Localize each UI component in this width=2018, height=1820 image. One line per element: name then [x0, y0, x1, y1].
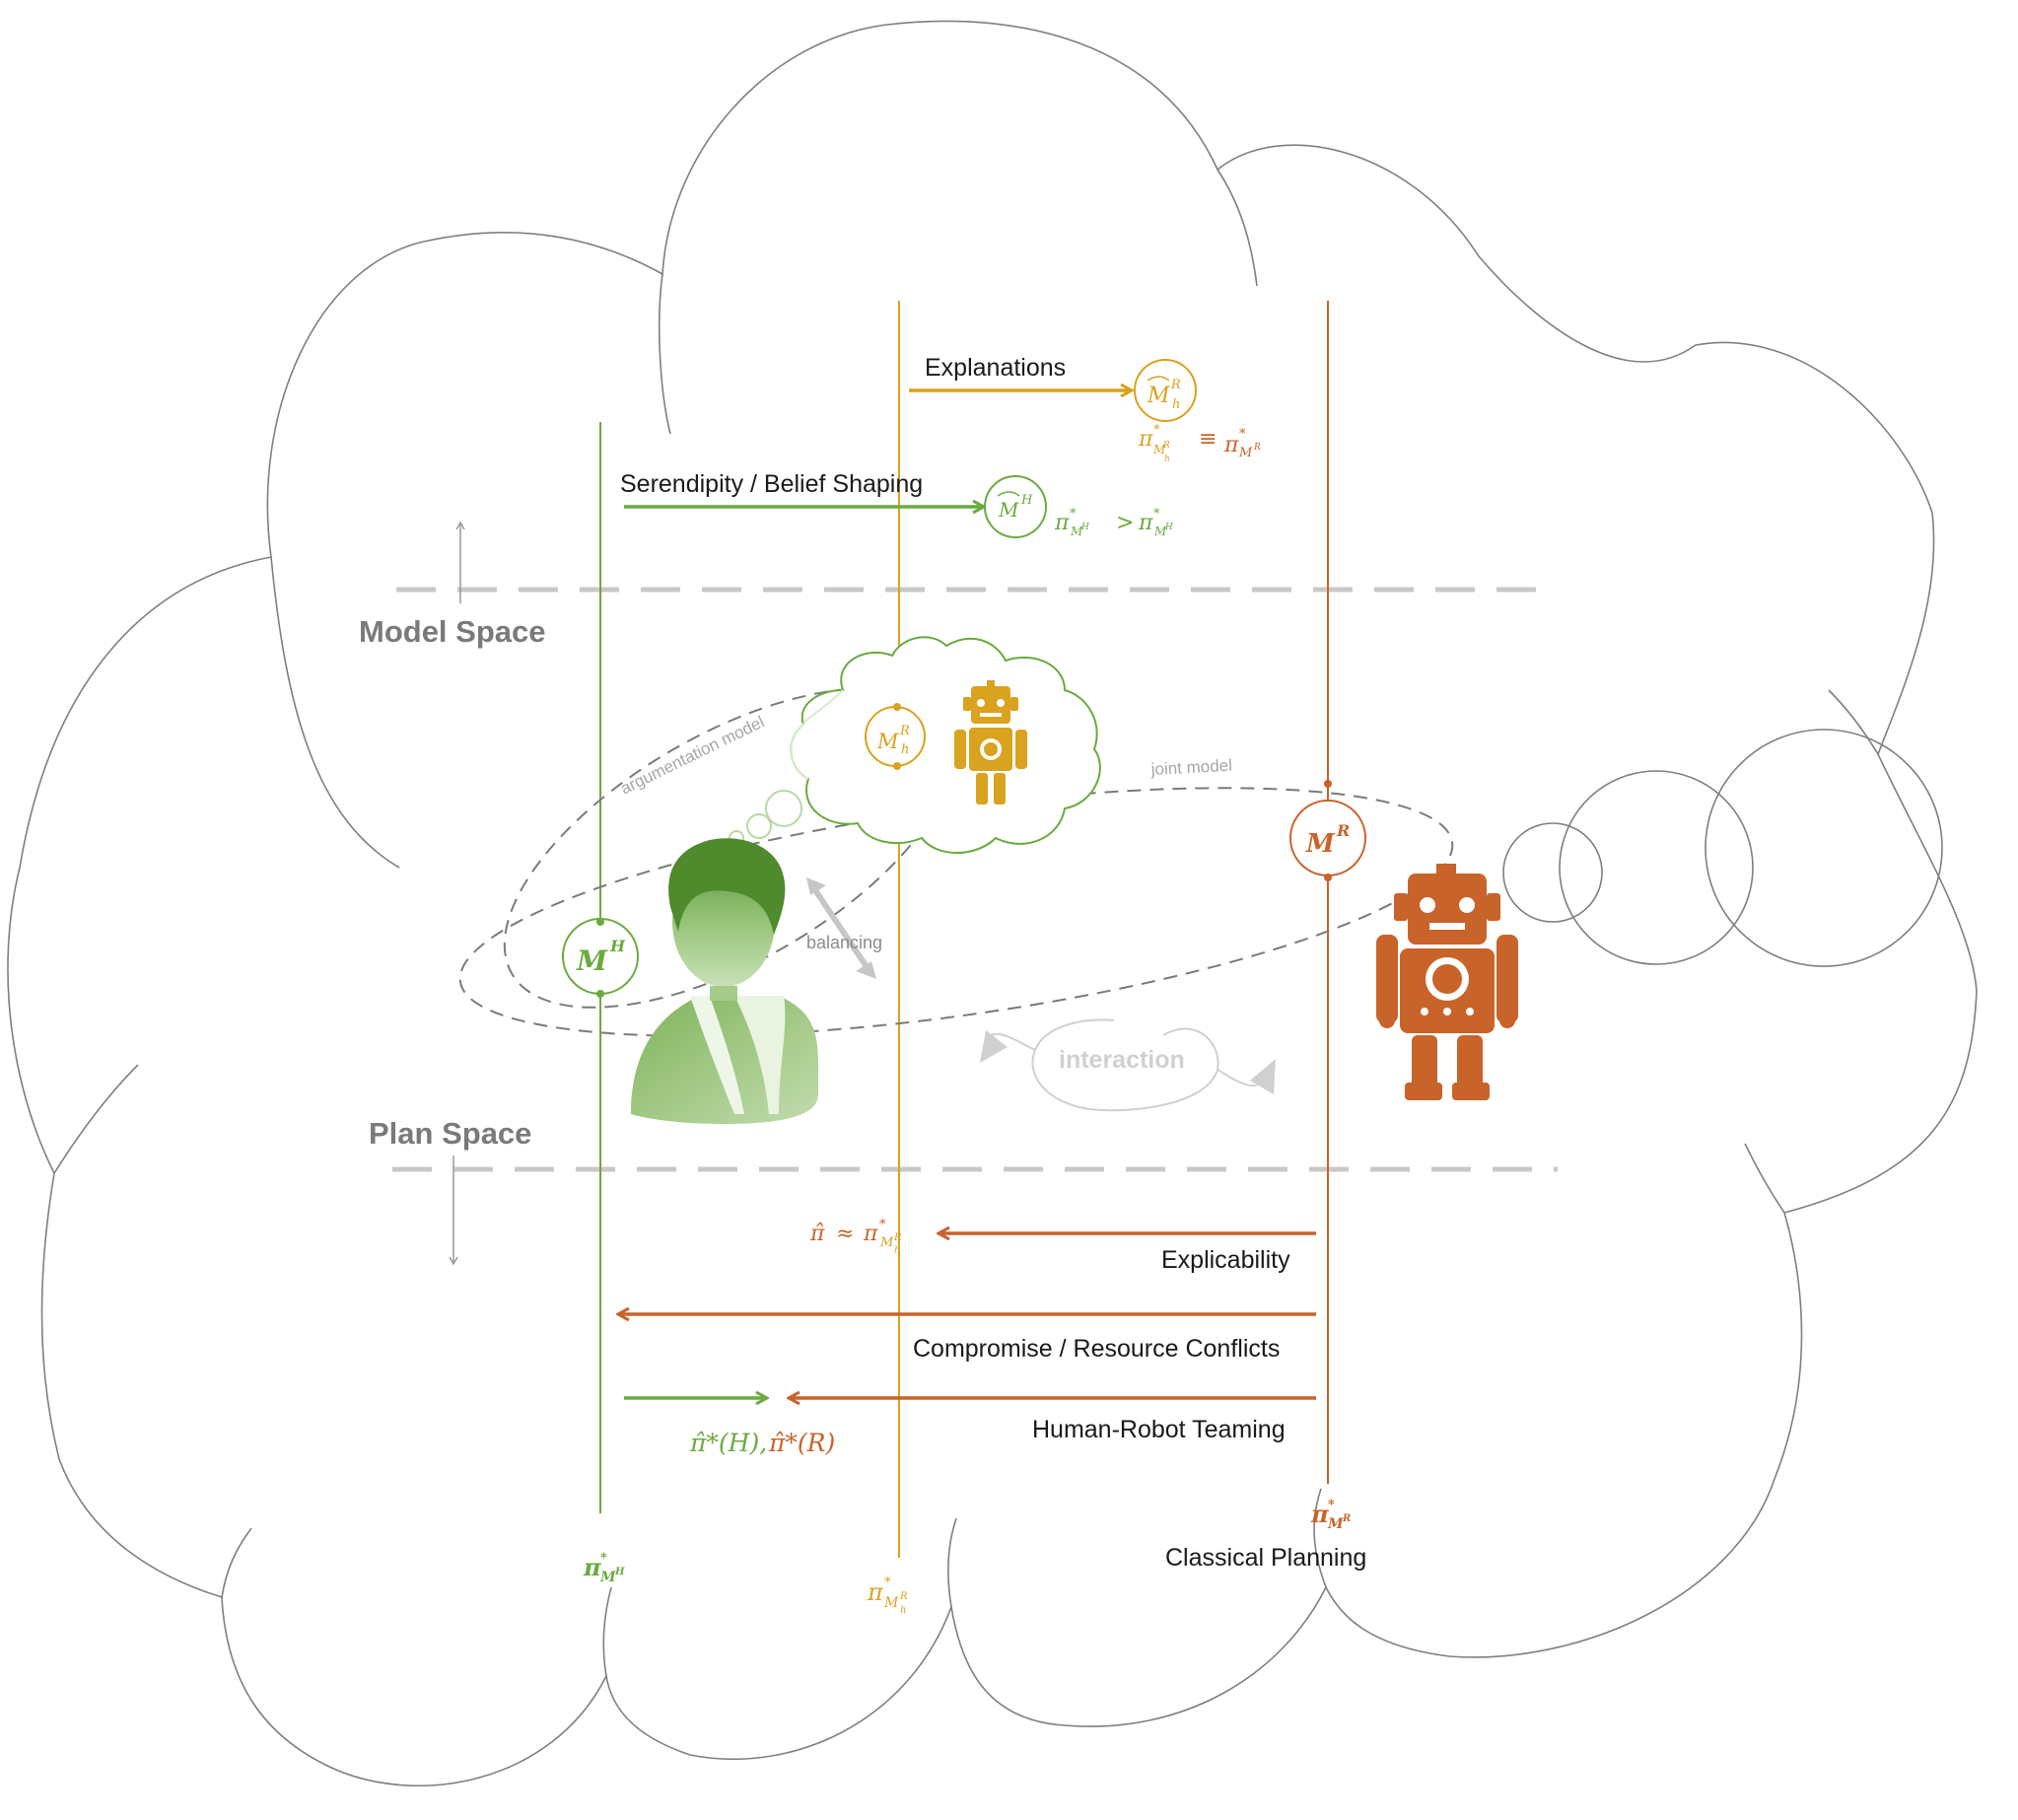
serendipity-formula: π * M H > π * M H: [1054, 507, 1173, 538]
svg-text:*: *: [1153, 507, 1160, 522]
svg-text:*: *: [884, 1575, 891, 1590]
svg-text:π: π: [863, 1222, 878, 1246]
svg-text:π: π: [1138, 427, 1153, 452]
human-optimal-plan: π * M H: [583, 1551, 625, 1585]
joint-ellipse: [458, 787, 1454, 1037]
svg-text:R: R: [899, 724, 910, 738]
human-model-node-dot-top: [596, 918, 604, 926]
svg-text:H: H: [614, 1567, 625, 1577]
svg-text:M: M: [1153, 525, 1167, 538]
classical-planning-label: Classical Planning: [1165, 1544, 1366, 1572]
svg-text:M: M: [1152, 443, 1166, 456]
thought-circles-right: [1502, 729, 1943, 967]
robot-in-human-node-dot-bot: [893, 762, 901, 770]
svg-text:M: M: [1070, 525, 1083, 538]
svg-text:R: R: [1170, 378, 1181, 392]
svg-text:*: *: [879, 1218, 886, 1232]
svg-text:M: M: [1147, 384, 1170, 408]
svg-text:h: h: [1164, 455, 1170, 464]
svg-text:M: M: [576, 945, 608, 977]
svg-text:*: *: [1239, 427, 1246, 442]
svg-text:R: R: [1336, 821, 1350, 840]
estimated-robot-model-node: M R h: [1134, 359, 1197, 422]
svg-text:M: M: [1238, 446, 1253, 460]
interaction-arrowhead-left: [980, 1030, 1008, 1063]
thought-cloud-icon: [729, 636, 1101, 854]
robot-in-human-optimal-plan: π * M R h: [867, 1575, 908, 1616]
svg-text:R: R: [1162, 441, 1170, 451]
svg-text:π̂*(H),: π̂*(H),: [689, 1429, 767, 1457]
estimated-human-model-node: M H: [984, 475, 1047, 538]
human-model-node-dot-bot: [596, 990, 604, 998]
balancing-label: balancing: [806, 933, 882, 952]
outer-cloud: [7, 20, 1978, 1786]
svg-text:H: H: [1080, 523, 1089, 532]
interaction-arrowhead-right: [1250, 1059, 1276, 1094]
teaming-formula: π̂*(H), π̂*(R): [689, 1429, 835, 1457]
argumentation-label: argumentation model: [617, 713, 767, 799]
svg-text:*: *: [1153, 423, 1160, 438]
svg-text:R: R: [893, 1232, 902, 1243]
svg-text:R: R: [1342, 1513, 1351, 1524]
svg-text:M: M: [879, 1235, 894, 1250]
robot-model-node: M R: [1289, 800, 1366, 876]
joint-label: joint model: [1149, 756, 1232, 779]
svg-text:h: h: [901, 742, 909, 757]
robot-model-node-dot-bot: [1324, 874, 1332, 881]
svg-text:M: M: [1305, 829, 1336, 859]
svg-text:M: M: [599, 1570, 616, 1585]
robot-in-human-node-dot-top: [893, 703, 901, 711]
svg-text:π̂: π̂: [809, 1222, 825, 1246]
teaming-label: Human-Robot Teaming: [1032, 1416, 1286, 1443]
svg-text:*: *: [1328, 1498, 1335, 1512]
svg-text:π̂*(R): π̂*(R): [768, 1429, 835, 1457]
robot-optimal-plan: π * M R: [1310, 1498, 1351, 1532]
plan-space-label: Plan Space: [369, 1116, 531, 1151]
svg-text:H: H: [1164, 523, 1173, 532]
svg-text:H: H: [609, 937, 626, 955]
svg-text:R: R: [1253, 443, 1261, 453]
svg-text:H: H: [1020, 493, 1033, 508]
model-space-label: Model Space: [359, 614, 546, 649]
svg-text:≡: ≡: [1199, 427, 1217, 452]
explicability-label: Explicability: [1161, 1246, 1290, 1274]
svg-text:π: π: [1054, 511, 1070, 535]
svg-text:π: π: [867, 1578, 884, 1606]
human-model-node: M H: [562, 918, 639, 995]
svg-text:π: π: [583, 1553, 601, 1581]
thought-cloud-fade: [790, 689, 844, 780]
svg-text:h: h: [900, 1605, 906, 1616]
svg-text:h: h: [1172, 397, 1180, 412]
svg-text:≈: ≈: [836, 1222, 854, 1246]
svg-text:R: R: [899, 1591, 908, 1602]
svg-text:>: >: [1116, 511, 1134, 535]
svg-text:*: *: [600, 1551, 607, 1566]
balancing-arrow: [806, 877, 876, 979]
svg-text:*: *: [1070, 507, 1077, 522]
svg-text:M: M: [1327, 1516, 1344, 1532]
robot-icon: [1376, 864, 1518, 1100]
compromise-label: Compromise / Resource Conflicts: [913, 1335, 1280, 1363]
svg-text:π: π: [1223, 433, 1239, 457]
svg-text:π: π: [1310, 1500, 1329, 1528]
robot-in-human-node: M R h: [865, 706, 926, 767]
human-avatar-icon: [631, 838, 819, 1124]
svg-text:π: π: [1138, 511, 1153, 535]
svg-text:M: M: [883, 1595, 899, 1611]
interaction-label: interaction: [1059, 1046, 1185, 1074]
svg-text:h: h: [894, 1245, 900, 1256]
serendipity-label: Serendipity / Belief Shaping: [620, 470, 923, 498]
explanations-formula: π * M R h ≡ π * M R: [1138, 423, 1261, 464]
svg-text:M: M: [876, 730, 899, 753]
explicability-formula: π̂ ≈ π * M R h: [809, 1218, 902, 1256]
thought-robot-icon: [954, 680, 1027, 805]
explanations-label: Explanations: [925, 354, 1066, 382]
robot-model-node-dot-top: [1324, 780, 1332, 788]
svg-text:M: M: [998, 498, 1019, 522]
